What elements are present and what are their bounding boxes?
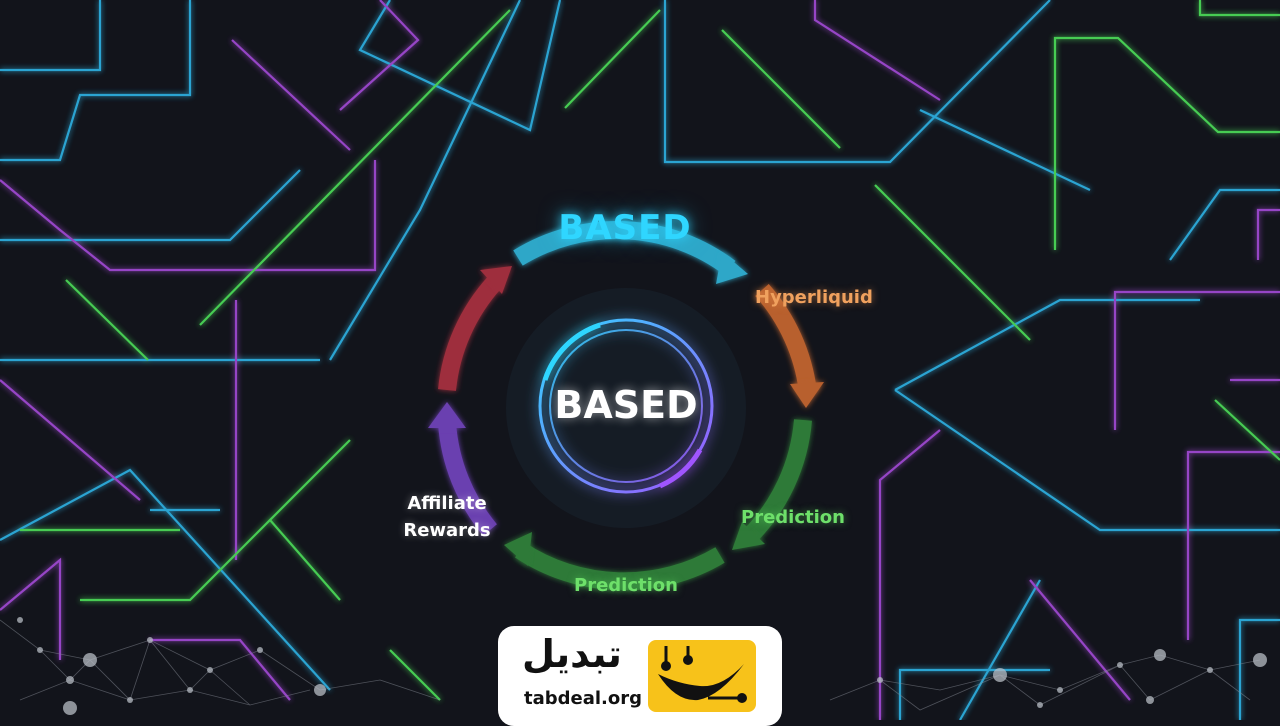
circuit-line bbox=[1186, 450, 1280, 640]
circuit-line bbox=[0, 160, 377, 272]
circuit-line bbox=[150, 638, 291, 701]
logo-url: tabdeal.org bbox=[524, 688, 643, 709]
circuit-line bbox=[1214, 399, 1280, 461]
step-label-prediction-right: Prediction bbox=[741, 507, 845, 528]
step-label-affiliate-rewards: Affiliate Rewards bbox=[403, 493, 491, 541]
circuit-line bbox=[339, 0, 420, 111]
circuit-line bbox=[0, 169, 301, 242]
cycle-arrow-cyan bbox=[513, 221, 736, 276]
circuit-line bbox=[0, 557, 62, 660]
circuit-line bbox=[663, 0, 1051, 164]
cycle-arrow-green-right bbox=[741, 419, 812, 545]
tabdeal-logo-card[interactable]: تبدیل tabdeal.org bbox=[498, 626, 782, 726]
circuit-line bbox=[80, 439, 351, 602]
circuit-line bbox=[721, 29, 841, 149]
circuit-line bbox=[0, 468, 331, 691]
arrowhead-cyan bbox=[716, 252, 748, 284]
step-label-hyperliquid: Hyperliquid bbox=[755, 287, 873, 308]
tabdeal-smile-icon bbox=[648, 640, 756, 712]
circuit-line bbox=[358, 0, 562, 132]
arrowhead-purple bbox=[428, 402, 466, 428]
circuit-line bbox=[0, 0, 192, 162]
center-label: BASED bbox=[554, 383, 698, 427]
cycle-top-label: BASED bbox=[558, 208, 692, 248]
circuit-line bbox=[65, 279, 149, 361]
cycle-arrowheads bbox=[428, 252, 824, 566]
circuit-line bbox=[1029, 579, 1131, 701]
arrowhead-orange bbox=[790, 382, 824, 408]
arrowhead-green-bottom bbox=[504, 532, 532, 566]
cycle-arrow-green-bottom bbox=[515, 542, 725, 591]
circuit-line bbox=[0, 379, 141, 501]
circuit-line bbox=[231, 39, 351, 151]
circuit-line bbox=[878, 429, 941, 720]
arrowhead-green-right bbox=[732, 522, 765, 550]
circuit-line bbox=[1198, 0, 1280, 17]
circuit-line bbox=[813, 0, 941, 101]
circuit-line bbox=[1053, 36, 1280, 250]
circuit-line bbox=[564, 9, 661, 109]
circuit-line bbox=[329, 0, 521, 361]
cycle-ring bbox=[438, 221, 817, 591]
circuit-line bbox=[0, 0, 102, 72]
circuit-line bbox=[894, 298, 1200, 391]
circuit-line bbox=[874, 184, 1031, 341]
circuit-line bbox=[959, 579, 1041, 720]
circuit-line bbox=[199, 9, 511, 326]
step-label-prediction-bottom: Prediction bbox=[574, 575, 678, 596]
network-nodes bbox=[17, 617, 1267, 715]
circuit-line bbox=[1113, 290, 1280, 430]
cycle-arrow-orange bbox=[755, 284, 817, 394]
logo-arabic-name: تبدیل bbox=[522, 632, 622, 676]
circuit-line bbox=[894, 389, 1280, 532]
cycle-arrow-red bbox=[438, 275, 502, 392]
cycle-arrow-purple bbox=[438, 422, 498, 536]
circuit-line bbox=[269, 519, 341, 601]
center-rings bbox=[538, 318, 714, 494]
arrowhead-red bbox=[480, 266, 512, 294]
circuit-line bbox=[1238, 618, 1280, 720]
circuit-line bbox=[1169, 188, 1280, 261]
circuit-line bbox=[389, 649, 441, 701]
circuit-line bbox=[919, 109, 1091, 191]
circuit-line bbox=[1256, 208, 1280, 260]
